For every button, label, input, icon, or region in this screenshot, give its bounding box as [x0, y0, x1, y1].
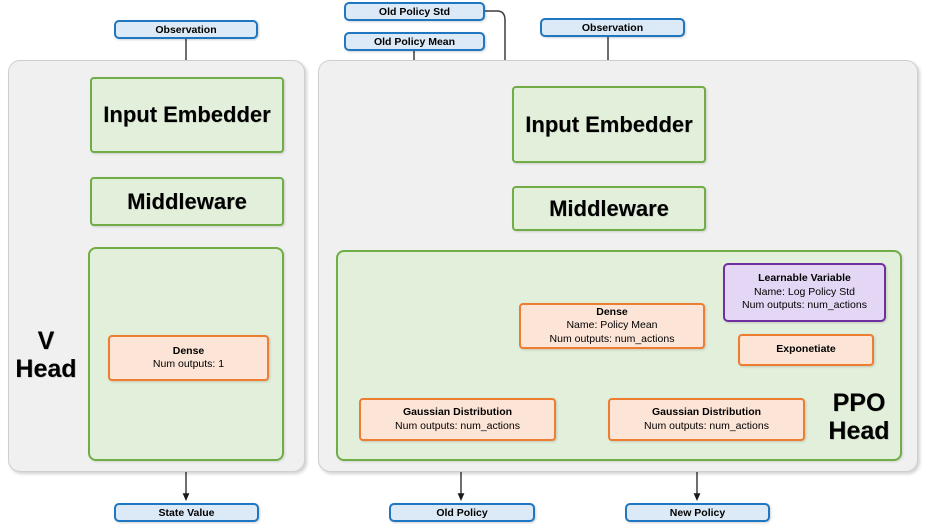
- ppo-head-dense-policy-mean[interactable]: Dense Name: Policy Mean Num outputs: num…: [519, 303, 705, 349]
- gaussian-new-title: Gaussian Distribution: [651, 406, 762, 419]
- v-head-dense[interactable]: Dense Num outputs: 1: [108, 335, 269, 381]
- ppo-dense-name: Name: Policy Mean: [566, 319, 658, 332]
- ppo-dense-title: Dense: [596, 305, 628, 318]
- output-new-policy[interactable]: New Policy: [625, 503, 770, 522]
- gaussian-old-num-outputs: Num outputs: num_actions: [395, 419, 520, 432]
- gaussian-old-title: Gaussian Distribution: [402, 406, 513, 419]
- input-observation-v[interactable]: Observation: [114, 20, 258, 39]
- ppo-head-input-embedder[interactable]: Input Embedder: [512, 86, 706, 163]
- learnable-variable-log-policy-std[interactable]: Learnable Variable Name: Log Policy Std …: [723, 263, 886, 322]
- input-observation-ppo[interactable]: Observation: [540, 18, 685, 37]
- learnable-variable-title: Learnable Variable: [758, 272, 851, 285]
- v-head-label: V Head: [15, 327, 77, 383]
- v-head-dense-num-outputs: Num outputs: 1: [152, 358, 225, 370]
- v-head-dense-title: Dense: [172, 344, 205, 357]
- exponetiate-block[interactable]: Exponetiate: [738, 334, 874, 366]
- output-old-policy[interactable]: Old Policy: [389, 503, 535, 522]
- gaussian-distribution-new[interactable]: Gaussian Distribution Num outputs: num_a…: [608, 398, 805, 441]
- ppo-head-label: PPO Head: [828, 389, 890, 445]
- input-old-policy-mean[interactable]: Old Policy Mean: [344, 32, 485, 51]
- gaussian-new-num-outputs: Num outputs: num_actions: [644, 419, 769, 432]
- learnable-variable-num-outputs: Num outputs: num_actions: [742, 299, 867, 312]
- gaussian-distribution-old[interactable]: Gaussian Distribution Num outputs: num_a…: [359, 398, 556, 441]
- output-state-value[interactable]: State Value: [114, 503, 259, 522]
- ppo-head-middleware[interactable]: Middleware: [512, 186, 706, 231]
- v-head-middleware[interactable]: Middleware: [90, 177, 284, 226]
- exponetiate-title: Exponetiate: [776, 343, 836, 356]
- input-old-policy-std[interactable]: Old Policy Std: [344, 2, 485, 21]
- ppo-dense-num-outputs: Num outputs: num_actions: [549, 332, 675, 345]
- v-head-input-embedder[interactable]: Input Embedder: [90, 77, 284, 153]
- learnable-variable-name: Name: Log Policy Std: [754, 285, 855, 298]
